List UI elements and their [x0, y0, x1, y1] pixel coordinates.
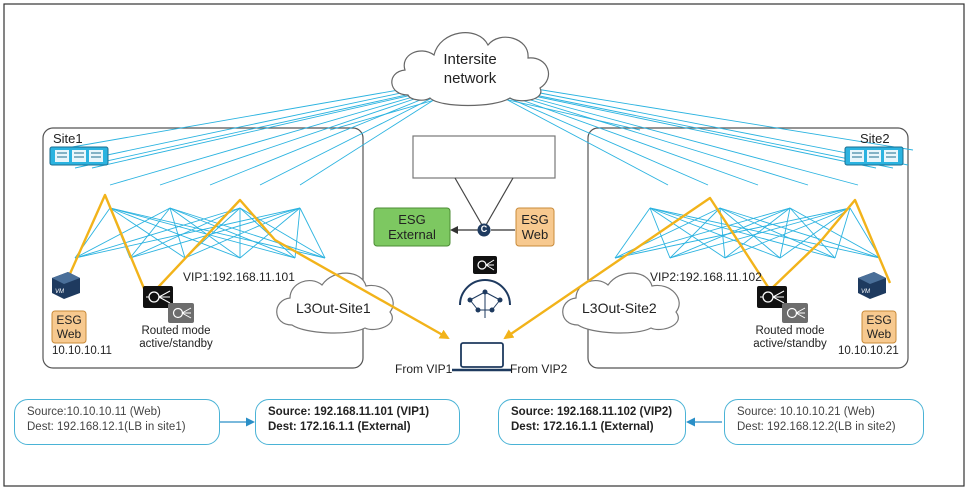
site1-esg-line2: Web: [56, 327, 82, 341]
site1-after-source: Source: 192.168.11.101 (VIP1): [268, 406, 430, 418]
contract-letter: C: [480, 224, 488, 234]
site2-after-dest: Dest: 172.16.1.1 (External): [511, 421, 654, 433]
site1-lb-standby-icon: [168, 303, 194, 323]
esg-external-line2: External: [388, 227, 436, 242]
service-graph-icon: [459, 279, 511, 318]
site1-after-dest: Dest: 172.16.1.1 (External): [268, 421, 411, 433]
center-esg-web-line1: ESG: [521, 212, 549, 227]
site1-web-ip: 10.10.10.11: [52, 345, 112, 357]
site1-lb-mode-line1: Routed mode: [141, 325, 211, 337]
site2-title: Site2: [860, 131, 890, 146]
site2-after-source: Source: 192.168.11.102 (VIP2): [511, 406, 673, 418]
site2-original-flow-box: Source: 10.10.10.21 (Web) Dest: 192.168.…: [724, 399, 924, 445]
site2-traffic-path: [503, 196, 892, 340]
l3out-site1-cloud: [276, 272, 394, 334]
site1-esg-line1: ESG: [56, 313, 82, 327]
site2-web-ip: 10.10.10.21: [838, 345, 899, 357]
site1-before-source: Source:10.10.10.11 (Web): [27, 406, 161, 418]
site1-traffic-path: [63, 193, 450, 340]
client-laptop-icon: [452, 342, 512, 372]
site2-lb-mode-line2: active/standby: [753, 338, 827, 350]
site1-lb-active-icon: [143, 286, 173, 308]
l3out-site2-cloud: [562, 272, 680, 334]
site1-spine-switches-icon: [49, 146, 109, 166]
site2-before-source: Source: 10.10.10.21 (Web): [737, 406, 875, 418]
site2-vip-label: VIP2:192.168.11.102: [650, 270, 762, 284]
intersite-network-label: Intersite network: [420, 50, 520, 88]
site2-spine-switches-icon: [844, 146, 904, 166]
site2-lb-mode-label: Routed mode active/standby: [740, 325, 840, 351]
site1-before-dest: Dest: 192.168.12.1(LB in site1): [27, 421, 186, 433]
site1-original-flow-box: Source:10.10.10.11 (Web) Dest: 192.168.1…: [14, 399, 220, 445]
from-vip1-label: From VIP1: [395, 362, 453, 376]
site2-before-dest: Dest: 192.168.12.2(LB in site2): [737, 421, 896, 433]
site1-lb-mode-label: Routed mode active/standby: [126, 325, 226, 351]
site1-l3out-label: L3Out-Site1: [296, 300, 371, 316]
site2-lb-active-icon: [757, 286, 787, 308]
site1-title: Site1: [53, 131, 83, 146]
site1-vm-icon: VM: [52, 272, 80, 299]
center-esg-web-line2: Web: [521, 227, 549, 242]
site2-esg-line1: ESG: [866, 313, 892, 327]
site1-translated-flow-box: Source: 192.168.11.101 (VIP1) Dest: 172.…: [255, 399, 460, 445]
site1-lb-mode-line2: active/standby: [139, 338, 213, 350]
intersite-links: [54, 87, 914, 186]
site1-esg-web-box: [51, 310, 87, 344]
cloud-line1: Intersite: [443, 51, 497, 68]
esg-external-line1: ESG: [398, 212, 426, 227]
site1-esg-web-label: ESG Web: [52, 313, 86, 341]
from-vip2-label: From VIP2: [510, 362, 568, 376]
site2-vm-text: VM: [861, 289, 870, 295]
esg-external-label: ESG External: [374, 212, 450, 242]
contract-icon: [477, 223, 491, 237]
site2-lb-mode-line1: Routed mode: [755, 325, 825, 337]
service-graph-lb-icon: [473, 256, 497, 274]
center-esg-web-box: [515, 207, 555, 247]
outer-frame: [3, 3, 965, 487]
center-esg-web-label: ESG Web: [516, 212, 554, 242]
site2-l3out-label: L3Out-Site2: [582, 300, 657, 316]
cloud-line2: network: [443, 70, 497, 87]
site2-esg-web-label: ESG Web: [862, 313, 896, 341]
site2-esg-web-box: [861, 310, 897, 344]
site2-esg-line2: Web: [866, 327, 892, 341]
contract-container-box: [412, 135, 556, 179]
site2-vm-icon: VM: [858, 272, 886, 299]
site1-vip-label: VIP1:192.168.11.101: [183, 270, 295, 284]
site2-lb-standby-icon: [782, 303, 808, 323]
esg-external-box: [373, 207, 451, 247]
intersite-cloud: [391, 32, 550, 107]
site1-vm-text: VM: [55, 289, 64, 295]
site2-translated-flow-box: Source: 192.168.11.102 (VIP2) Dest: 172.…: [498, 399, 686, 445]
